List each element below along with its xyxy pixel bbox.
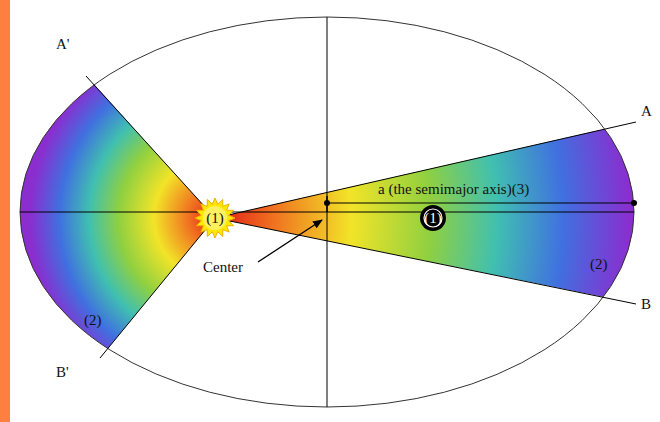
axis-label: a (the semimajor axis)(3) [378, 181, 529, 198]
callout-number: (1) [206, 210, 224, 227]
sun-star [195, 198, 235, 238]
callout-number: (1) [424, 210, 442, 227]
minor-axis [327, 17, 328, 407]
sector-edge [215, 122, 636, 218]
planet-ring [424, 209, 442, 227]
orbit-ellipse [20, 17, 634, 407]
sun-core [203, 206, 227, 230]
area-label: (2) [590, 256, 608, 273]
point-label: A' [56, 36, 70, 53]
planet-disc [420, 205, 446, 231]
planet-node: (1) [422, 209, 444, 228]
sector-edge [100, 218, 215, 358]
center-pointer [258, 220, 322, 262]
sector-edge [215, 218, 636, 304]
point-label: B' [56, 364, 69, 381]
center-label: Center [203, 259, 243, 276]
sun-node: (1) [204, 209, 226, 228]
point-label: A [641, 103, 652, 120]
area-label: (2) [84, 312, 102, 329]
bracket-dot [631, 200, 637, 206]
sector-edge [86, 76, 215, 218]
point-label: B [641, 296, 651, 313]
side-bar [0, 0, 10, 422]
right-sector [215, 36, 660, 382]
semimajor-bracket [327, 203, 634, 204]
bracket-dot [324, 200, 330, 206]
left-sector [0, 0, 215, 422]
